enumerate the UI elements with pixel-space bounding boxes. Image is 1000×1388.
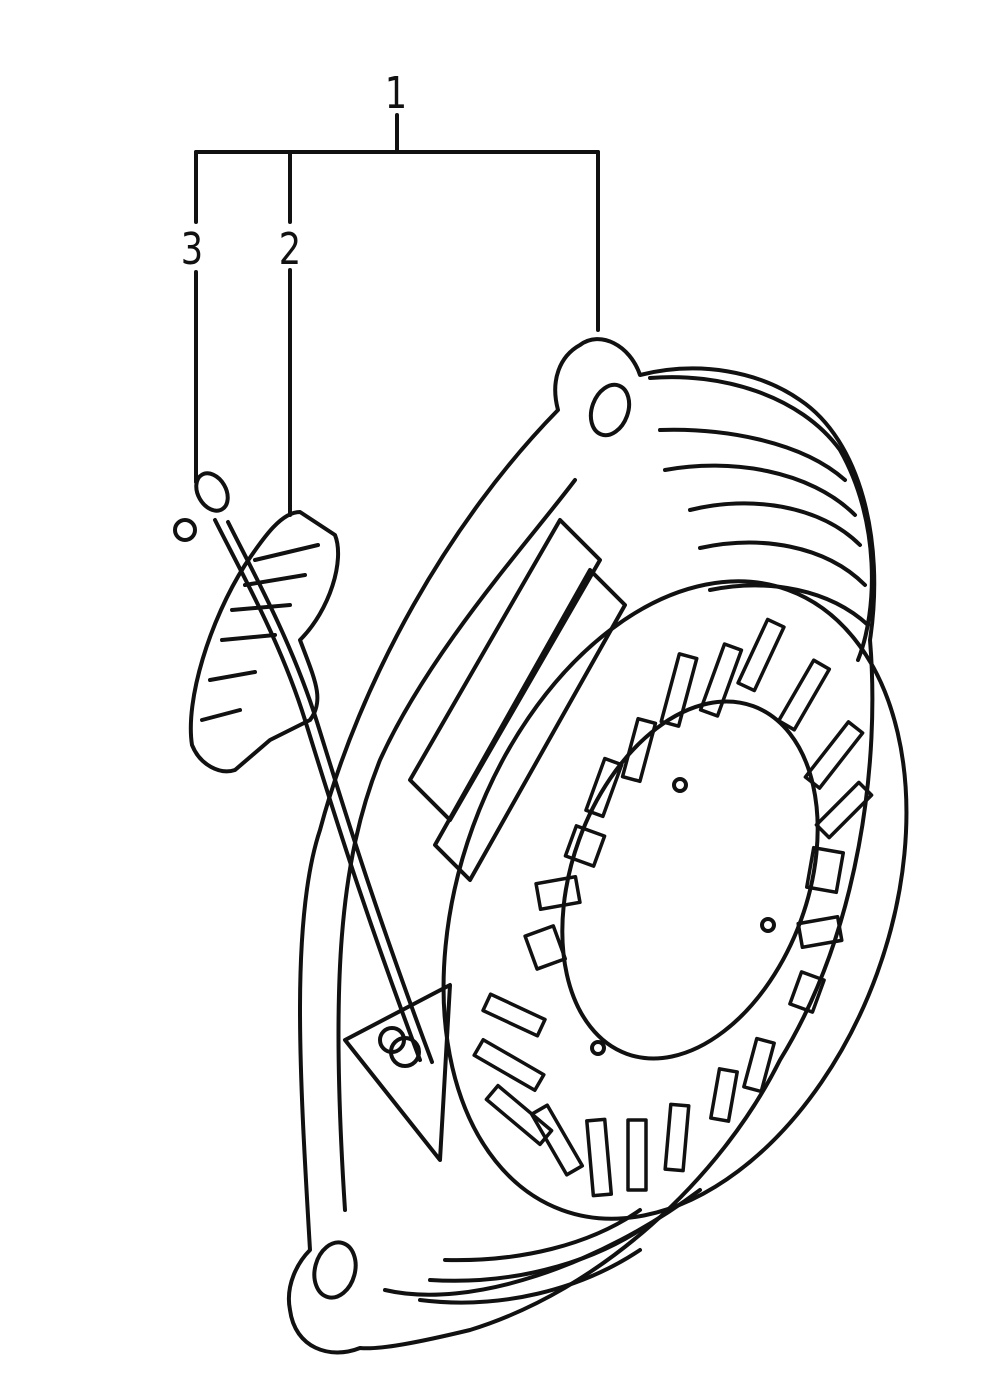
callout-number-3: 3: [180, 224, 204, 275]
starter-handle: [188, 510, 340, 774]
starter-rope: [173, 471, 434, 1068]
cover-vent-slots: [472, 617, 874, 1198]
callout-number-2: 2: [278, 224, 302, 275]
leader-lines: [194, 113, 600, 517]
starter-housing: [286, 337, 909, 1355]
callout-number-1: 1: [384, 68, 408, 119]
